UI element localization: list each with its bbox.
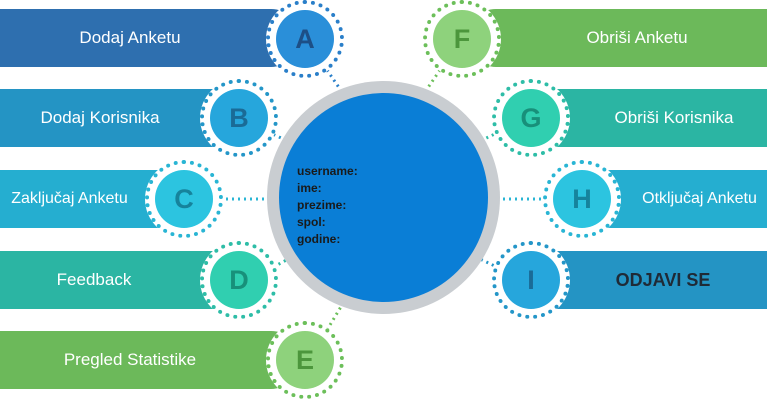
letter-h-text: H [572,183,592,214]
letter-g-disc: G [502,89,560,147]
letter-e-text: E [295,344,314,375]
feedback-label: Feedback [56,270,132,289]
letter-b-disc: B [210,89,268,147]
obrisi-korisnika-label: Obriši Korisnika [614,108,734,127]
letter-g-text: G [520,102,542,133]
letter-d-text: D [229,264,249,295]
letter-i-disc: I [502,251,560,309]
obrisi-anketu-button[interactable]: Obriši Anketu [467,9,767,67]
prezime-label: prezime: [297,198,347,212]
pregled-statistike-label: Pregled Statistike [63,350,197,369]
dodaj-anketu-button[interactable]: Dodaj Anketu [0,9,300,67]
profile-hub: username: ime: prezime: spol: godine: [267,81,500,314]
letter-i-text: I [527,264,535,295]
letter-d-badge[interactable]: D [200,241,278,319]
spol-label: spol: [297,215,326,229]
dodaj-anketu-label: Dodaj Anketu [79,28,181,47]
letter-b-text: B [229,102,249,133]
obrisi-anketu-label: Obriši Anketu [586,28,688,47]
profile-info: username: ime: prezime: spol: godine: [297,163,358,248]
letter-a-badge[interactable]: A [266,0,344,78]
letter-f-disc: F [433,10,491,68]
letter-c-disc: C [155,170,213,228]
ime-label: ime: [297,181,322,195]
letter-f-badge[interactable]: F [423,0,501,78]
letter-e-disc: E [276,331,334,389]
letter-h-badge[interactable]: H [543,160,621,238]
profile-hub-inner: username: ime: prezime: spol: godine: [279,93,488,302]
letter-a-text: A [295,23,315,54]
godine-label: godine: [297,232,341,246]
letter-b-badge[interactable]: B [200,79,278,157]
letter-c-badge[interactable]: C [145,160,223,238]
letter-f-text: F [453,23,471,54]
letter-g-badge[interactable]: G [492,79,570,157]
zakljucaj-anketu-label: Zaključaj Anketu [11,190,128,207]
letter-e-badge[interactable]: E [266,321,344,399]
username-label: username: [297,164,358,178]
letter-h-disc: H [553,170,611,228]
pregled-statistike-button[interactable]: Pregled Statistike [0,331,300,389]
letter-c-text: C [174,183,194,214]
letter-d-disc: D [210,251,268,309]
letter-a-disc: A [276,10,334,68]
odjavi-se-label: ODJAVI SE [615,269,711,290]
otkljucaj-anketu-label: Otključaj Anketu [642,190,757,207]
dodaj-korisnika-label: Dodaj Korisnika [40,108,160,127]
letter-i-badge[interactable]: I [492,241,570,319]
